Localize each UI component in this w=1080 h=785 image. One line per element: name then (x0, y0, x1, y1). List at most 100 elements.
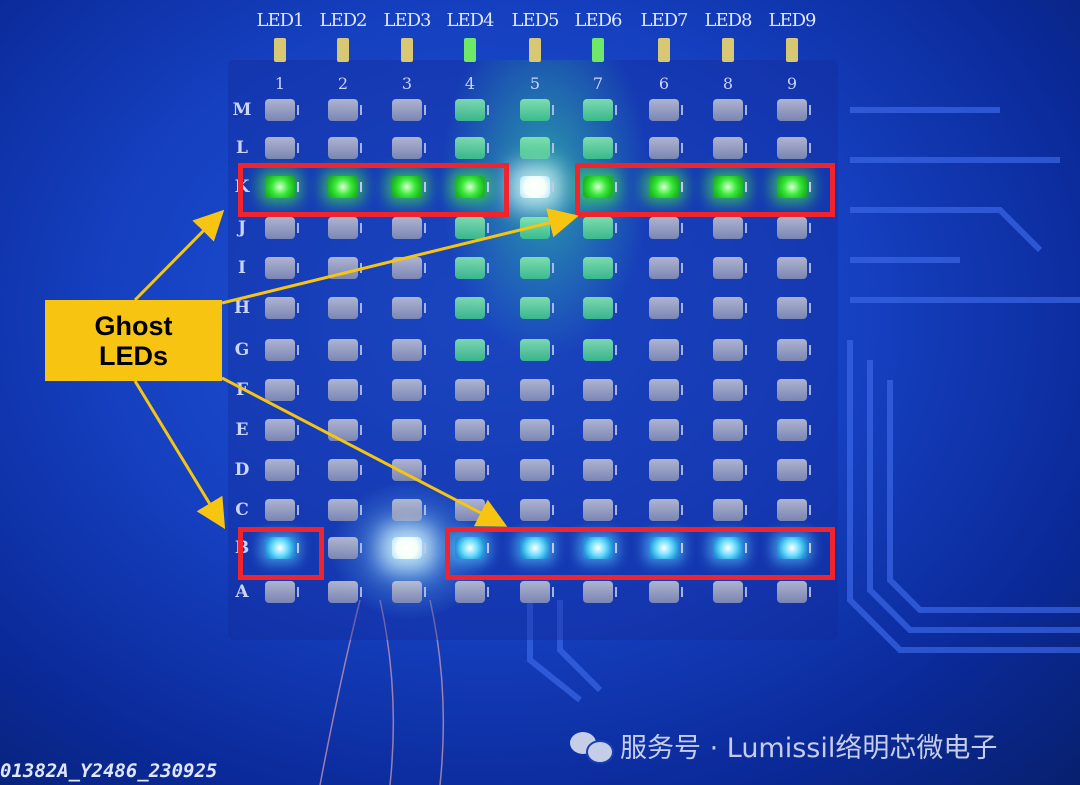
led-F7 (649, 379, 683, 401)
led-L8 (713, 137, 747, 159)
row-label: E (235, 420, 249, 440)
led-G3 (392, 339, 426, 361)
led-J6 (583, 217, 617, 239)
led-M3 (392, 99, 426, 121)
column-number: 4 (464, 74, 476, 93)
led-K6 (583, 176, 617, 198)
led-K9 (777, 176, 811, 198)
row-label: C (235, 500, 249, 520)
led-L2 (328, 137, 362, 159)
ghost-highlight-row-k-right (575, 163, 835, 217)
column-label: LED2 (319, 10, 368, 31)
led-A7 (649, 581, 683, 603)
led-F2 (328, 379, 362, 401)
led-D4 (455, 459, 489, 481)
led-C1 (265, 499, 299, 521)
led-J7 (649, 217, 683, 239)
column-number: 9 (786, 74, 798, 93)
led-J2 (328, 217, 362, 239)
column-indicator-led (722, 38, 734, 62)
ghost-leds-callout: Ghost LEDs (45, 300, 222, 381)
led-H9 (777, 297, 811, 319)
wechat-icon (570, 730, 614, 764)
column-label: LED5 (511, 10, 560, 31)
led-L3 (392, 137, 426, 159)
led-G1 (265, 339, 299, 361)
led-K4 (455, 176, 489, 198)
led-I9 (777, 257, 811, 279)
led-D5 (520, 459, 554, 481)
arrow-to-k-right (221, 208, 579, 305)
led-D7 (649, 459, 683, 481)
led-C8 (713, 499, 747, 521)
column-indicator-led (658, 38, 670, 62)
row-label: D (234, 460, 250, 480)
led-D2 (328, 459, 362, 481)
led-C6 (583, 499, 617, 521)
led-G8 (713, 339, 747, 361)
column-number: 2 (337, 74, 349, 93)
watermark-text: 服务号 · Lumissil络明芯微电子 (620, 733, 998, 764)
led-C9 (777, 499, 811, 521)
column-number: 6 (658, 74, 670, 93)
led-M5 (520, 99, 554, 121)
led-E1 (265, 419, 299, 441)
led-G5 (520, 339, 554, 361)
led-M4 (455, 99, 489, 121)
led-I4 (455, 257, 489, 279)
led-B3 (392, 537, 426, 559)
column-number: 8 (722, 74, 734, 93)
led-E8 (713, 419, 747, 441)
led-D9 (777, 459, 811, 481)
column-label: LED3 (383, 10, 432, 31)
row-label: A (235, 582, 249, 602)
led-L5 (520, 137, 554, 159)
led-F9 (777, 379, 811, 401)
led-F8 (713, 379, 747, 401)
column-label: LED4 (446, 10, 495, 31)
column-indicator-led (592, 38, 604, 62)
led-M2 (328, 99, 362, 121)
led-K7 (649, 176, 683, 198)
led-G9 (777, 339, 811, 361)
arrow-to-b-left (133, 380, 226, 530)
led-F6 (583, 379, 617, 401)
column-number: 1 (274, 74, 286, 93)
led-C7 (649, 499, 683, 521)
callout-line-1: Ghost (94, 310, 173, 341)
row-label: L (236, 138, 248, 158)
led-D6 (583, 459, 617, 481)
led-B8 (713, 537, 747, 559)
led-E6 (583, 419, 617, 441)
led-H3 (392, 297, 426, 319)
column-label: LED7 (640, 10, 689, 31)
led-J3 (392, 217, 426, 239)
row-label: M (232, 100, 252, 120)
led-H1 (265, 297, 299, 319)
led-A8 (713, 581, 747, 603)
led-J4 (455, 217, 489, 239)
led-I7 (649, 257, 683, 279)
row-label: G (234, 340, 250, 360)
led-H6 (583, 297, 617, 319)
led-E5 (520, 419, 554, 441)
led-K1 (265, 176, 299, 198)
led-L6 (583, 137, 617, 159)
led-L1 (265, 137, 299, 159)
led-F1 (265, 379, 299, 401)
led-C2 (328, 499, 362, 521)
led-A3 (392, 581, 426, 603)
led-G4 (455, 339, 489, 361)
led-I3 (392, 257, 426, 279)
led-H8 (713, 297, 747, 319)
ghost-highlight-row-k-left (238, 163, 509, 217)
led-A1 (265, 581, 299, 603)
led-H5 (520, 297, 554, 319)
led-C3 (392, 499, 426, 521)
column-label: LED6 (574, 10, 623, 31)
column-label: LED8 (704, 10, 753, 31)
led-E3 (392, 419, 426, 441)
led-I5 (520, 257, 554, 279)
